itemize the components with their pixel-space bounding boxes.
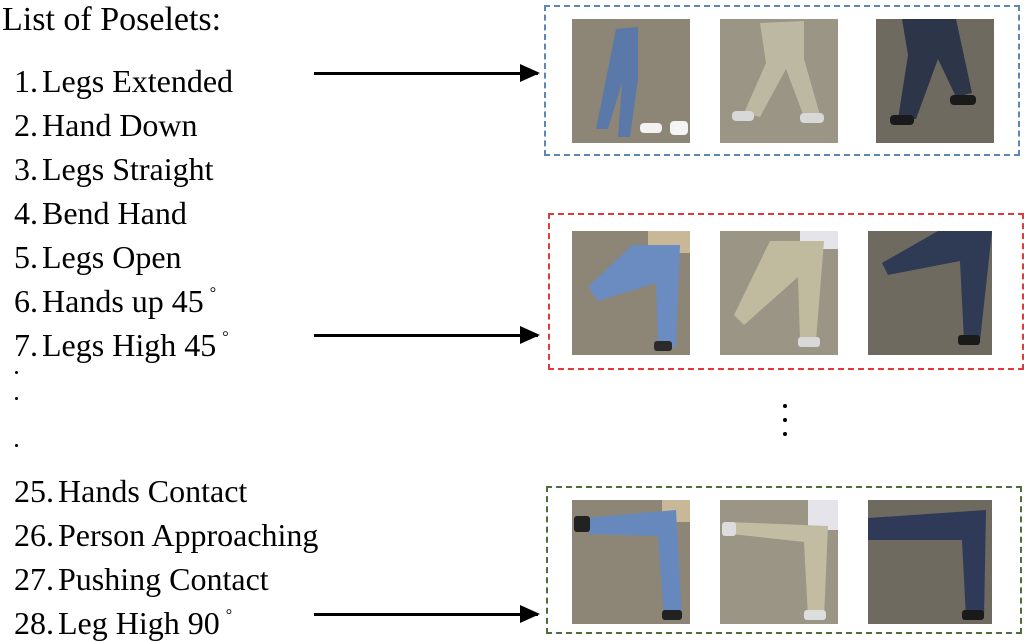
leg-high-90-image-2	[720, 500, 838, 624]
item-number: 6.	[14, 283, 38, 319]
item-number: 28.	[14, 605, 54, 641]
item-label: Pushing Contact	[58, 561, 269, 597]
legs-high-45-image-2	[720, 231, 838, 355]
poselet-thumbnail	[720, 19, 838, 143]
poselet-thumbnail	[868, 500, 992, 624]
list-item: 25.Hands Contact	[14, 466, 253, 509]
poselet-group-leg-high-90	[546, 486, 1022, 634]
item-label: Bend Hand	[42, 195, 187, 231]
leg-high-90-image-1	[572, 500, 690, 624]
poselet-thumbnail	[720, 500, 838, 624]
item-number: 4.	[14, 195, 38, 231]
list-item: 5.Legs Open	[14, 232, 188, 275]
item-number: 27.	[14, 561, 54, 597]
list-item: 4.Bend Hand	[14, 188, 193, 231]
item-label: Leg High 90	[58, 605, 220, 641]
list-item: 1.Legs Extended	[14, 56, 239, 99]
poselet-thumbnail	[572, 19, 690, 143]
item-number: 1.	[14, 63, 38, 99]
degree-symbol: °	[225, 607, 233, 624]
list-item: 7.Legs High 45 °	[14, 320, 229, 363]
legs-extended-image-3	[876, 19, 994, 143]
item-label: Hands Contact	[58, 473, 248, 509]
item-number: 2.	[14, 107, 38, 143]
degree-symbol: °	[209, 285, 217, 302]
item-label: Legs High 45	[42, 327, 217, 363]
list-item: 2.Hand Down	[14, 100, 204, 143]
item-number: 3.	[14, 151, 38, 187]
poselet-list-title: List of Poselets:	[2, 1, 222, 38]
poselet-thumbnail	[572, 500, 690, 624]
ellipsis-dot	[15, 371, 18, 374]
item-label: Person Approaching	[58, 517, 319, 553]
item-label: Legs Extended	[42, 63, 234, 99]
item-label: Hand Down	[42, 107, 198, 143]
arrow-to-group-1	[314, 64, 540, 82]
item-label: Legs Open	[42, 239, 182, 275]
item-number: 26.	[14, 517, 54, 553]
vertical-ellipsis	[782, 402, 788, 442]
ellipsis-dot	[15, 444, 18, 447]
arrow-to-group-2	[314, 326, 540, 344]
legs-extended-image-1	[572, 19, 690, 143]
poselet-group-legs-high-45	[548, 213, 1024, 370]
legs-high-45-image-3	[868, 231, 992, 355]
item-label: Hands up 45	[42, 283, 204, 319]
list-item: 6.Hands up 45 °	[14, 276, 216, 319]
poselet-thumbnail	[572, 231, 690, 355]
ellipsis-dot	[15, 397, 18, 400]
list-item: 27.Pushing Contact	[14, 554, 275, 597]
item-number: 7.	[14, 327, 38, 363]
leg-high-90-image-3	[868, 500, 992, 624]
arrow-to-group-3	[314, 605, 540, 623]
poselet-thumbnail	[876, 19, 994, 143]
item-number: 25.	[14, 473, 54, 509]
poselet-group-legs-extended	[544, 5, 1020, 156]
list-item: 3.Legs Straight	[14, 144, 220, 187]
degree-symbol: °	[222, 329, 229, 346]
legs-extended-image-2	[720, 19, 838, 143]
poselet-thumbnail	[720, 231, 838, 355]
item-number: 5.	[14, 239, 38, 275]
list-item: 26.Person Approaching	[14, 510, 324, 553]
poselet-thumbnail	[868, 231, 992, 355]
legs-high-45-image-1	[572, 231, 690, 355]
item-label: Legs Straight	[42, 151, 214, 187]
